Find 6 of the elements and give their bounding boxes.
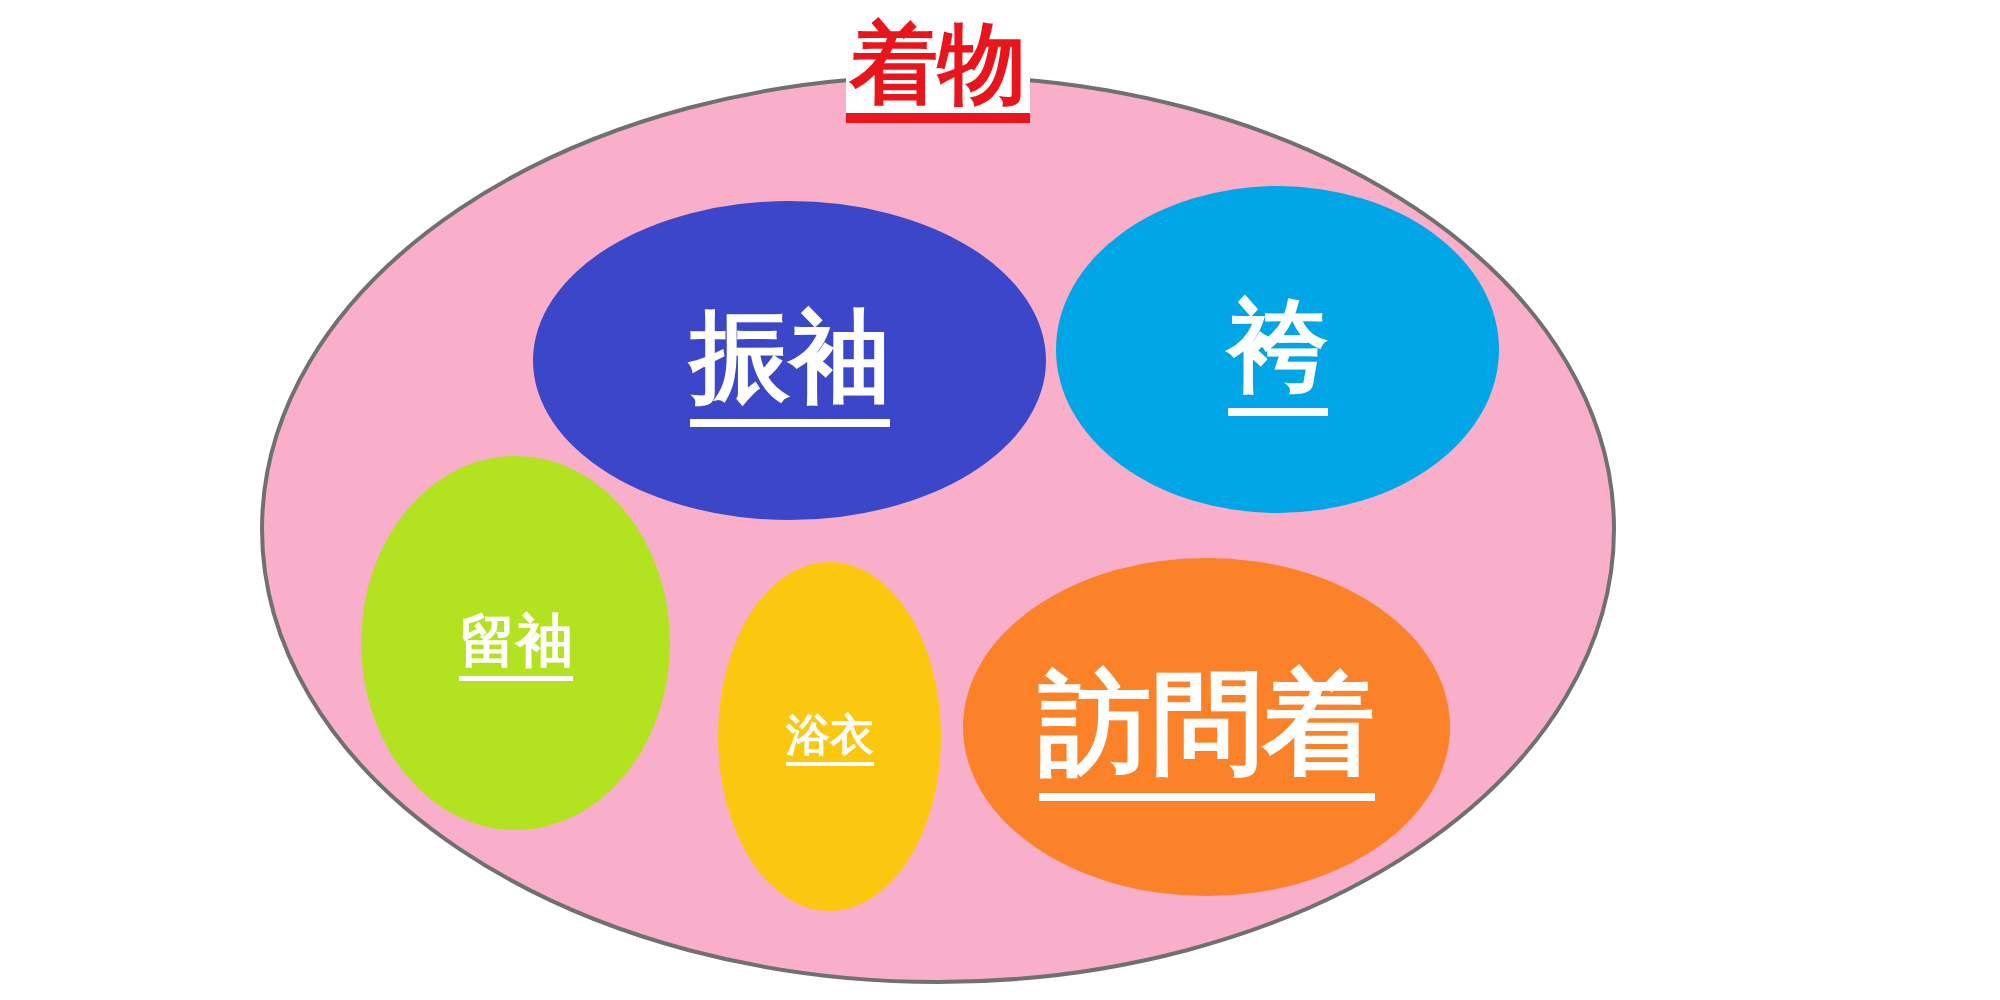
- category-label: 留袖: [458, 604, 573, 682]
- category-label: 訪問着: [1038, 653, 1375, 801]
- category-label: 浴衣: [785, 707, 874, 766]
- category-label: 袴: [1227, 283, 1328, 416]
- title-text: 着物: [846, 16, 1030, 123]
- category-label: 振袖: [689, 294, 890, 427]
